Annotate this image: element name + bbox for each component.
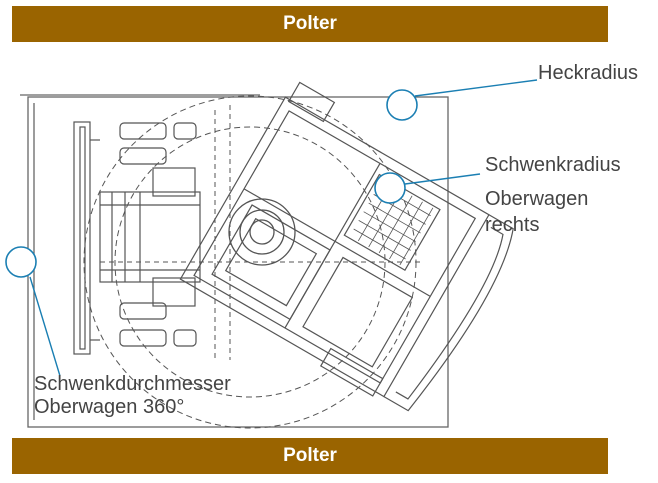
callout-lines <box>29 79 538 377</box>
schwenk-radius-marker <box>374 172 406 204</box>
callout-line-durch <box>29 276 61 377</box>
polter-label-top: Polter <box>283 13 337 34</box>
polter-label-bottom: Polter <box>283 445 337 466</box>
schwenk-durchmesser-label-1: Schwenkdurchmesser <box>34 373 231 395</box>
upper-carriage <box>179 81 514 412</box>
schwenk-radius-label-1: Schwenkradius <box>485 154 621 176</box>
polter-bar-top: Polter <box>12 6 608 42</box>
heck-radius-label: Heckradius <box>538 62 639 84</box>
callout-line-schwenk <box>404 173 481 185</box>
callout-line-heck <box>414 79 538 97</box>
schwenk-durchmesser-label-2: Oberwagen 360° <box>34 396 185 418</box>
schwenk-radius-label-2: Oberwagen <box>485 188 589 210</box>
heck-radius-marker <box>386 89 418 121</box>
boom-outline <box>100 105 420 360</box>
polter-bar-bottom: Polter <box>12 438 608 474</box>
schwenk-radius-label-3: rechts <box>485 214 540 236</box>
swing-circle-inner <box>114 126 386 398</box>
slewing-ring <box>228 198 296 266</box>
callout-markers <box>5 89 418 278</box>
schwenk-durchmesser-marker <box>5 246 37 278</box>
undercarriage <box>73 121 201 355</box>
